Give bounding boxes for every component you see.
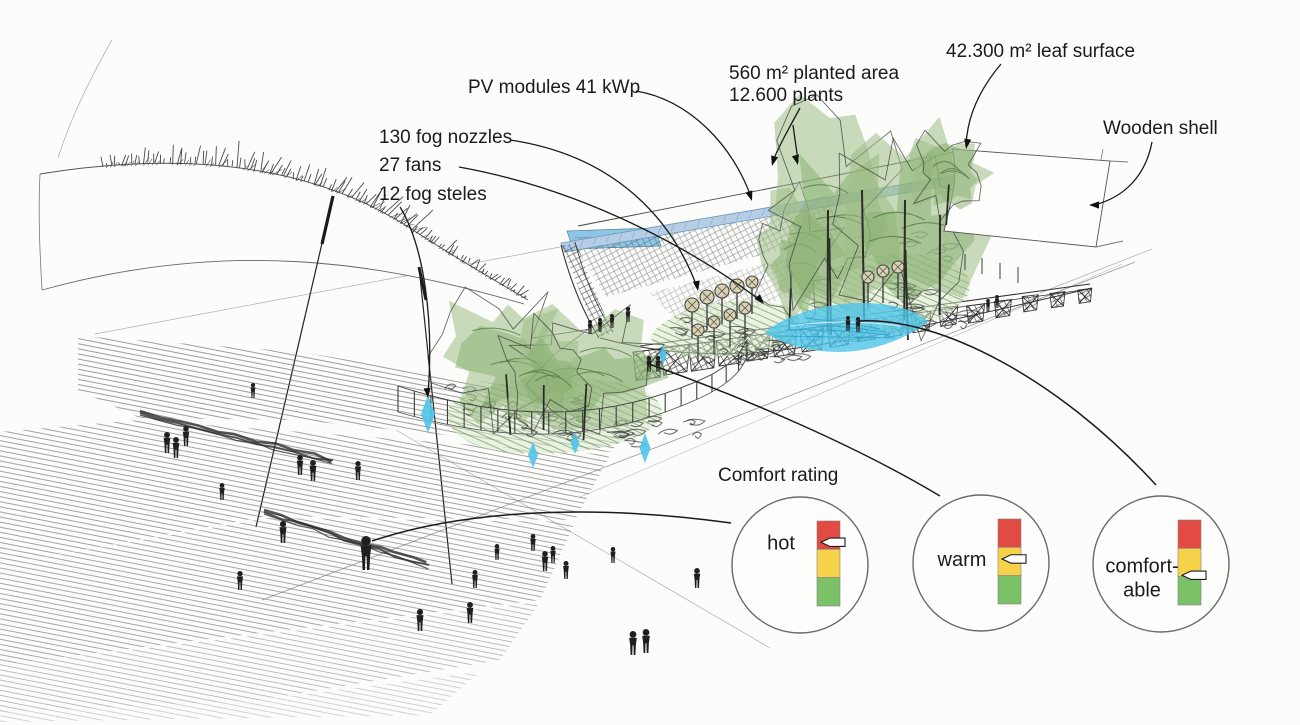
- planted-interior: [397, 94, 1111, 468]
- label-fans: 27 fans: [379, 155, 442, 176]
- leader-planted-area-arrowhead: [771, 155, 779, 166]
- locator-warm: [648, 363, 941, 497]
- comfort-rating-title: Comfort rating: [718, 465, 839, 486]
- people-figures: [163, 295, 1000, 655]
- leader-pv-modules: [635, 90, 752, 198]
- leader-fans-arrowhead: [754, 294, 764, 304]
- label-planted-line2: 12.600 plants: [729, 85, 844, 106]
- label-fog-steles: 12 fog steles: [379, 184, 487, 205]
- locator-hot: [371, 511, 732, 542]
- locator-comfortable: [857, 320, 1157, 486]
- comfort-circle-hot: hot: [731, 496, 869, 634]
- leader-fog-nozzles: [509, 139, 698, 288]
- gauge-pointer-icon: [1180, 570, 1207, 581]
- leader-fog-steles-arrowhead: [423, 387, 431, 398]
- comfort-label-comfortable: able: [1123, 579, 1161, 601]
- plaza-hatching: [0, 336, 640, 722]
- label-planted-line1: 560 m² planted area: [729, 63, 900, 84]
- gauge-pointer-icon: [1000, 554, 1027, 564]
- gauge-pointer-icon: [819, 537, 846, 548]
- label-fog-nozzles: 130 fog nozzles: [379, 127, 513, 148]
- label-wooden-shell: Wooden shell: [1103, 118, 1218, 139]
- leader-planted-area-2-arrowhead: [791, 154, 799, 165]
- leader-wooden-shell-arrowhead: [1089, 201, 1099, 209]
- leader-fog-steles: [399, 206, 431, 395]
- leader-leaf-surface-arrowhead: [964, 138, 972, 149]
- comfort-rating-gauges: hot warm comfort-able: [731, 494, 1230, 634]
- comfort-label-hot: hot: [767, 532, 795, 554]
- leader-fog-nozzles-arrowhead: [692, 280, 700, 291]
- leader-wooden-shell: [1093, 141, 1153, 206]
- leader-fans: [458, 166, 762, 302]
- label-pv-modules: PV modules 41 kWp: [468, 77, 641, 98]
- comfort-label-warm: warm: [937, 549, 987, 571]
- leader-pv-modules-arrowhead: [745, 190, 753, 201]
- label-leaf-surface: 42.300 m² leaf surface: [946, 41, 1136, 62]
- canopy-sketch: [38, 140, 529, 585]
- comfort-label-comfortable: comfort-: [1105, 555, 1178, 577]
- leader-lines: [371, 63, 1157, 542]
- comfort-circle-warm: warm: [912, 494, 1050, 632]
- comfort-circle-comfortable: comfort-able: [1092, 495, 1230, 633]
- leader-leaf-surface: [965, 63, 1002, 147]
